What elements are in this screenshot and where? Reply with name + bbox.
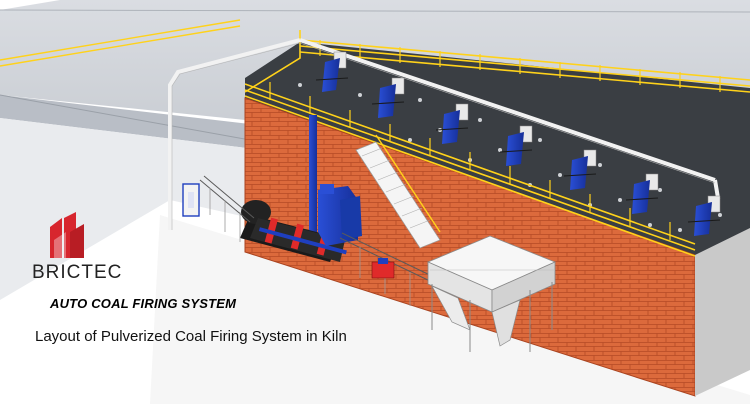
- burner-unit: [435, 103, 469, 144]
- coal-supply-pipe-outline: [171, 42, 716, 230]
- burner-unit: [687, 195, 721, 236]
- railing-posts: [269, 40, 721, 240]
- coal-crusher: [371, 258, 395, 279]
- burner-unit: [499, 125, 533, 166]
- burner-unit: [625, 173, 659, 214]
- burner-unit: [371, 77, 405, 118]
- burner-unit: [563, 149, 597, 190]
- coal-hoppers: [426, 235, 557, 352]
- exhaust-pipe: [309, 115, 317, 250]
- burner-unit: [315, 51, 349, 92]
- system-title: AUTO COAL FIRING SYSTEM: [50, 296, 237, 311]
- coal-burner-units: [315, 51, 721, 236]
- layout-caption: Layout of Pulverized Coal Firing System …: [35, 328, 347, 345]
- rotary-dryer: [240, 200, 347, 262]
- pulverizer-unit: [318, 184, 362, 246]
- control-cabinet: [182, 183, 200, 217]
- left-belt-conveyor: [199, 175, 255, 242]
- left-walkway-railing: [0, 19, 241, 67]
- brictec-logo-icon: [50, 212, 84, 258]
- brand-name: BRICTEC: [32, 262, 123, 283]
- staircase: [355, 134, 441, 249]
